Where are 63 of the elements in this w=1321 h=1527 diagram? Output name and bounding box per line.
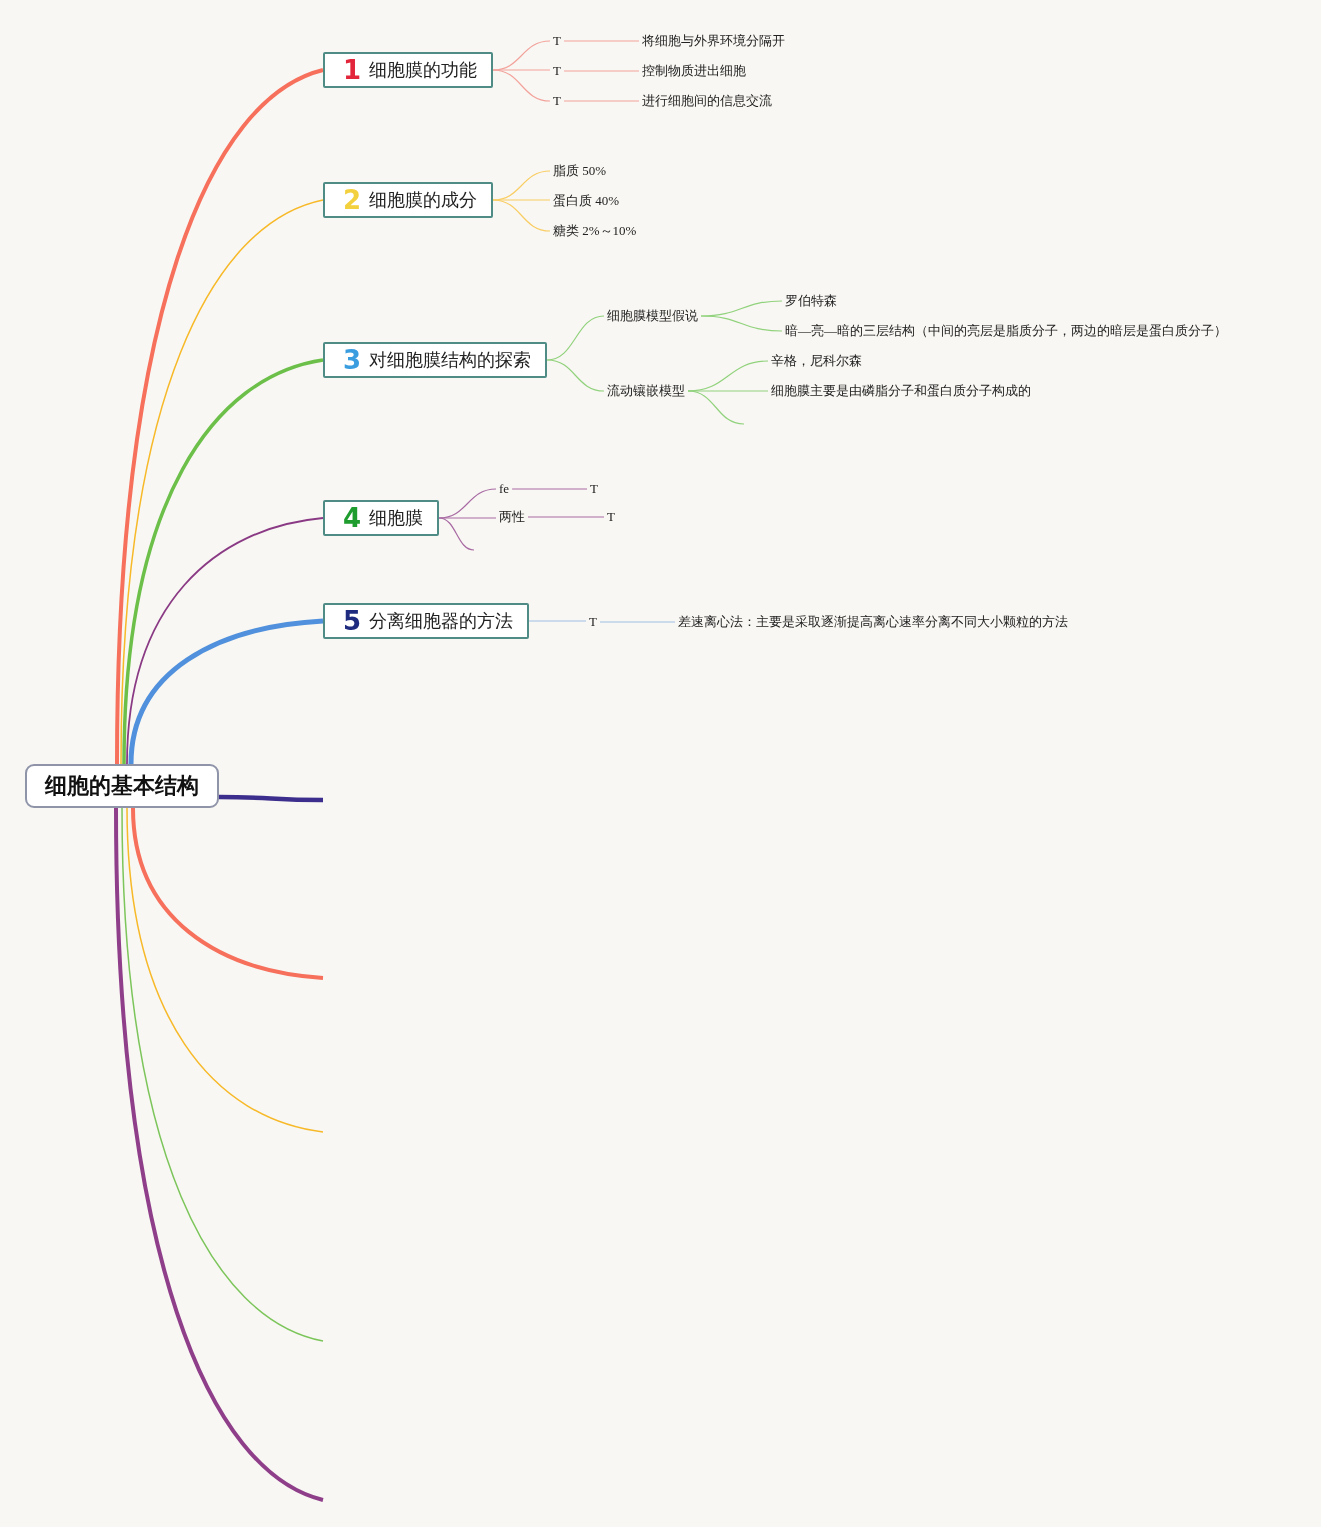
branch-line: [438, 517, 497, 519]
main-branch-line: [126, 517, 324, 765]
branch-text: 差速离心法：主要是采取逐渐提高离心速率分离不同大小颗粒的方法: [678, 613, 1068, 631]
branch-line: [528, 620, 587, 622]
main-branch-line: [219, 794, 323, 803]
branch-text: 两性: [499, 508, 525, 526]
branch-text: 进行细胞间的信息交流: [642, 92, 772, 110]
branch-line: [687, 390, 745, 425]
branch-text: 将细胞与外界环境分隔开: [642, 32, 785, 50]
branch-text: fe: [499, 480, 510, 498]
branch-text: T: [553, 92, 561, 110]
branch-line: [563, 100, 640, 102]
topic-number: 3: [343, 347, 362, 373]
branch-text: 细胞膜主要是由磷脂分子和蛋白质分子构成的: [771, 382, 1031, 400]
topic-box: [323, 182, 494, 218]
branch-line: [511, 488, 588, 490]
topic-number: 5: [343, 608, 362, 634]
branch-line: [546, 359, 605, 392]
branch-text: T: [589, 613, 597, 631]
branch-text: T: [590, 480, 598, 498]
branch-text: T: [553, 62, 561, 80]
topic-box: [323, 342, 548, 378]
branch-line: [438, 517, 475, 551]
branch-text: 细胞膜模型假说: [607, 307, 698, 325]
topic-title: 分离细胞器的方法: [369, 612, 514, 630]
branch-line: [492, 69, 551, 102]
main-branch-line: [114, 807, 324, 1502]
main-branch-line: [131, 807, 324, 980]
topic-box: [323, 52, 494, 88]
branch-line: [563, 70, 640, 72]
central-topic-box: [25, 764, 219, 808]
main-branch-line: [126, 807, 324, 1133]
main-branch-line: [120, 199, 324, 765]
main-branch-line: [121, 807, 324, 1342]
main-branch-line: [115, 68, 324, 765]
topic-title: 细胞膜: [369, 509, 424, 527]
branch-line: [687, 390, 769, 392]
branch-text: T: [607, 508, 615, 526]
topic-number: 4: [343, 505, 362, 531]
branch-text: 控制物质进出细胞: [642, 62, 746, 80]
branch-text: 脂质 50%: [553, 162, 607, 180]
topic-title: 细胞膜的功能: [369, 61, 478, 79]
branch-line: [527, 516, 605, 518]
branch-line: [599, 621, 676, 623]
branch-text: 暗—亮—暗的三层结构（中间的亮层是脂质分子，两边的暗层是蛋白质分子）: [785, 322, 1227, 340]
branch-line: [700, 315, 783, 332]
topic-box: [323, 603, 530, 639]
main-branch-line: [122, 358, 324, 765]
topic-title: 对细胞膜结构的探索: [369, 351, 532, 369]
topic-title: 细胞膜的成分: [369, 191, 478, 209]
branch-text: 辛格，尼科尔森: [771, 352, 862, 370]
topic-number: 1: [343, 57, 362, 83]
branch-text: 罗伯特森: [785, 292, 837, 310]
topic-box: [323, 500, 440, 536]
topic-number: 2: [343, 187, 362, 213]
branch-text: 糖类 2%～10%: [553, 222, 637, 240]
central-topic-text: 细胞的基本结构: [45, 772, 199, 800]
branch-text: 蛋白质 40%: [553, 192, 620, 210]
main-branch-line: [128, 618, 324, 765]
branch-text: T: [553, 32, 561, 50]
branch-line: [492, 199, 551, 232]
branch-text: 流动镶嵌模型: [607, 382, 685, 400]
branch-line: [563, 40, 640, 42]
